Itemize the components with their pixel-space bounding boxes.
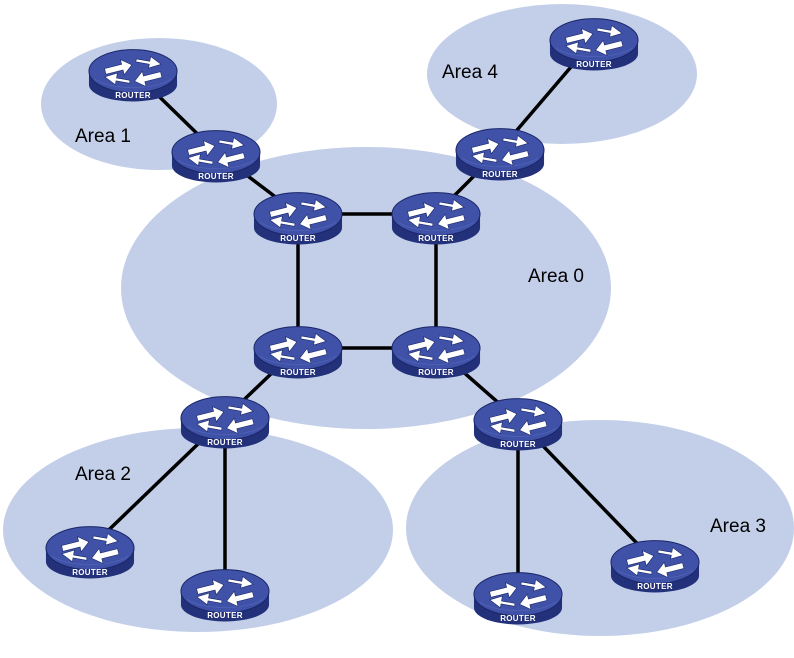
- router-label: ROUTER: [280, 234, 316, 243]
- router-r-abr-area1: ROUTER: [171, 130, 261, 183]
- router-r-abr-area3: ROUTER: [473, 398, 563, 451]
- router-r-area4-internal: ROUTER: [549, 18, 639, 71]
- area-labels: Area 0 Area 1 Area 2 Area 3 Area 4: [75, 62, 766, 537]
- router-label: ROUTER: [207, 438, 243, 447]
- router-label: ROUTER: [500, 614, 536, 623]
- area-2-label: Area 2: [75, 464, 131, 485]
- router-r-bb-top-right: ROUTER: [391, 192, 481, 245]
- router-r-area3-internal-right: ROUTER: [610, 540, 700, 593]
- router-r-abr-area2: ROUTER: [180, 396, 270, 449]
- router-r-bb-bottom-right: ROUTER: [391, 326, 481, 379]
- router-r-area2-internal-bottom: ROUTER: [180, 569, 270, 622]
- router-r-area2-internal-left: ROUTER: [45, 526, 135, 579]
- router-r-area3-internal-bottom: ROUTER: [473, 572, 563, 625]
- router-label: ROUTER: [482, 170, 518, 179]
- area-4-label: Area 4: [442, 62, 498, 83]
- router-label: ROUTER: [280, 368, 316, 377]
- router-label: ROUTER: [207, 611, 243, 620]
- router-label: ROUTER: [637, 582, 673, 591]
- router-label: ROUTER: [500, 440, 536, 449]
- router-r-abr-area4: ROUTER: [455, 128, 545, 181]
- router-label: ROUTER: [418, 368, 454, 377]
- area-3-label: Area 3: [710, 516, 766, 537]
- router-label: ROUTER: [72, 568, 108, 577]
- router-r-bb-top-left: ROUTER: [253, 192, 343, 245]
- router-r-area1-internal: ROUTER: [88, 49, 178, 102]
- router-label: ROUTER: [115, 91, 151, 100]
- routers-layer: ROUTER ROUTER ROUTER ROUTER ROUTER ROUTER ROUT…: [45, 18, 700, 625]
- router-r-bb-bottom-left: ROUTER: [253, 326, 343, 379]
- area-0-region: [121, 147, 611, 429]
- area-2-region: [3, 428, 393, 632]
- router-label: ROUTER: [418, 234, 454, 243]
- area-0-label: Area 0: [528, 266, 584, 287]
- router-label: ROUTER: [198, 172, 234, 181]
- area-1-label: Area 1: [75, 126, 131, 147]
- router-label: ROUTER: [576, 60, 612, 69]
